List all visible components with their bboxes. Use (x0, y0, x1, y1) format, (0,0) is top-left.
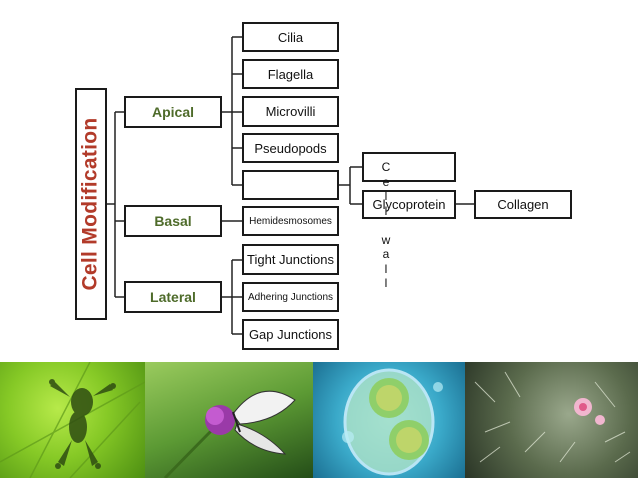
cell-division-photo (313, 362, 465, 478)
root-label: Cell Modification (79, 117, 103, 291)
hemidesmosomes-label: Hemidesmosomes (249, 215, 332, 227)
cell-wall-letter: a (382, 247, 390, 261)
lateral-label: Lateral (150, 289, 196, 305)
cactus-icon (474, 371, 631, 463)
frog-photo (0, 362, 145, 478)
cell-wall-letter: l (384, 203, 388, 218)
tight-junctions-label: Tight Junctions (247, 252, 334, 267)
adhering-junctions-label: Adhering Junctions (247, 291, 334, 303)
cilia-node: Cilia (242, 22, 339, 52)
basal-label: Basal (154, 213, 192, 229)
flagella-node: Flagella (242, 59, 339, 89)
cell-wall-letter: C (381, 160, 391, 174)
cell-wall-letter: w (381, 232, 391, 247)
cell-wall-vertical-text: C e l l w a l l (379, 160, 393, 291)
lateral-node: Lateral (124, 281, 222, 313)
apical-label: Apical (151, 104, 194, 120)
basal-node: Basal (124, 205, 222, 237)
hemidesmosomes-node: Hemidesmosomes (242, 206, 339, 236)
microvilli-node: Microvilli (242, 96, 339, 127)
apical-node: Apical (124, 96, 222, 128)
glycoprotein-node: Glycoprotein (362, 190, 456, 219)
butterfly-photo (145, 362, 313, 478)
blank-node (242, 170, 339, 200)
cell-wall-letter: l (384, 261, 388, 276)
gap-junctions-label: Gap Junctions (248, 327, 333, 342)
glycoprotein-label: Glycoprotein (372, 197, 446, 212)
flagella-label: Flagella (267, 66, 314, 82)
butterfly-icon (163, 390, 296, 478)
adhering-junctions-node: Adhering Junctions (242, 282, 339, 312)
frog-silhouette-icon (0, 362, 145, 478)
pseudopods-label: Pseudopods (254, 140, 327, 156)
gap-junctions-node: Gap Junctions (242, 319, 339, 350)
cell-wall-letter (379, 218, 393, 233)
microvilli-label: Microvilli (265, 104, 316, 119)
collagen-label: Collagen (497, 197, 549, 212)
collagen-node: Collagen (474, 190, 572, 219)
tight-junctions-node: Tight Junctions (242, 244, 339, 275)
pseudopods-node: Pseudopods (242, 133, 339, 163)
cell-wall-letter: e (382, 174, 390, 189)
cell-wall-node (362, 152, 456, 182)
cell-wall-letter: l (384, 276, 388, 290)
cilia-label: Cilia (277, 29, 304, 45)
connector-lines (107, 36, 474, 335)
cell-wall-letter: l (384, 189, 388, 203)
cactus-photo (465, 362, 638, 478)
dividing-cell-icon (342, 368, 443, 476)
root-node: Cell Modification (75, 88, 107, 320)
